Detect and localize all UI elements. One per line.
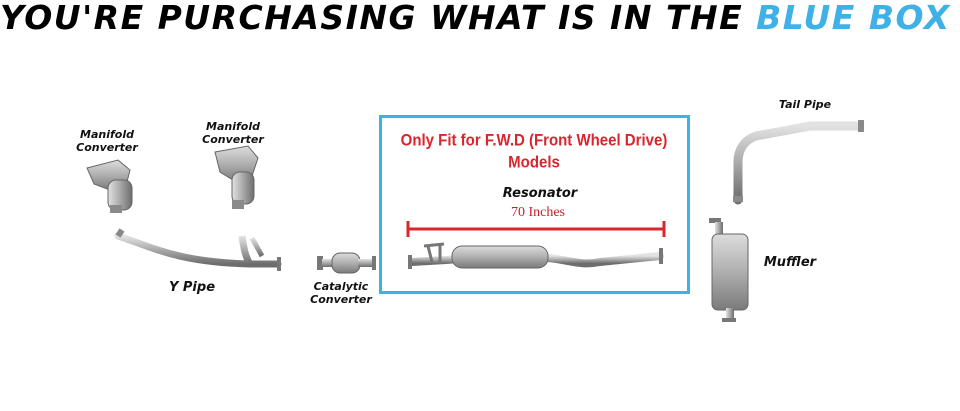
manifold-converter-right-part — [214, 145, 259, 209]
tail-pipe-part — [733, 120, 864, 205]
label-resonator: Resonator — [502, 186, 578, 201]
headline-prefix: YOU'RE PURCHASING WHAT IS IN THE — [0, 0, 757, 37]
label-tail-pipe: Tail Pipe — [778, 98, 832, 111]
label-y-pipe: Y Pipe — [168, 280, 216, 295]
manifold-converter-left-part — [86, 159, 133, 213]
headline-accent: BLUE BOX — [756, 0, 951, 37]
length-label: 70 Inches — [510, 205, 566, 220]
muffler-part — [709, 218, 749, 322]
headline: YOU'RE PURCHASING WHAT IS IN THE BLUE BO… — [0, 0, 960, 38]
resonator-part — [408, 242, 664, 269]
y-pipe-part — [114, 228, 282, 271]
label-manifold-converter-left: Manifold Converter — [76, 128, 138, 154]
length-dimension-line — [406, 221, 666, 237]
label-catalytic-converter: Catalytic Converter — [310, 280, 372, 306]
fwd-only-note: Only Fit for F.W.D (Front Wheel Drive) M… — [400, 131, 668, 172]
catalytic-converter-part — [317, 252, 376, 274]
label-muffler: Muffler — [763, 255, 817, 270]
label-manifold-converter-right: Manifold Converter — [202, 120, 264, 146]
blue-box-highlight — [379, 115, 690, 294]
